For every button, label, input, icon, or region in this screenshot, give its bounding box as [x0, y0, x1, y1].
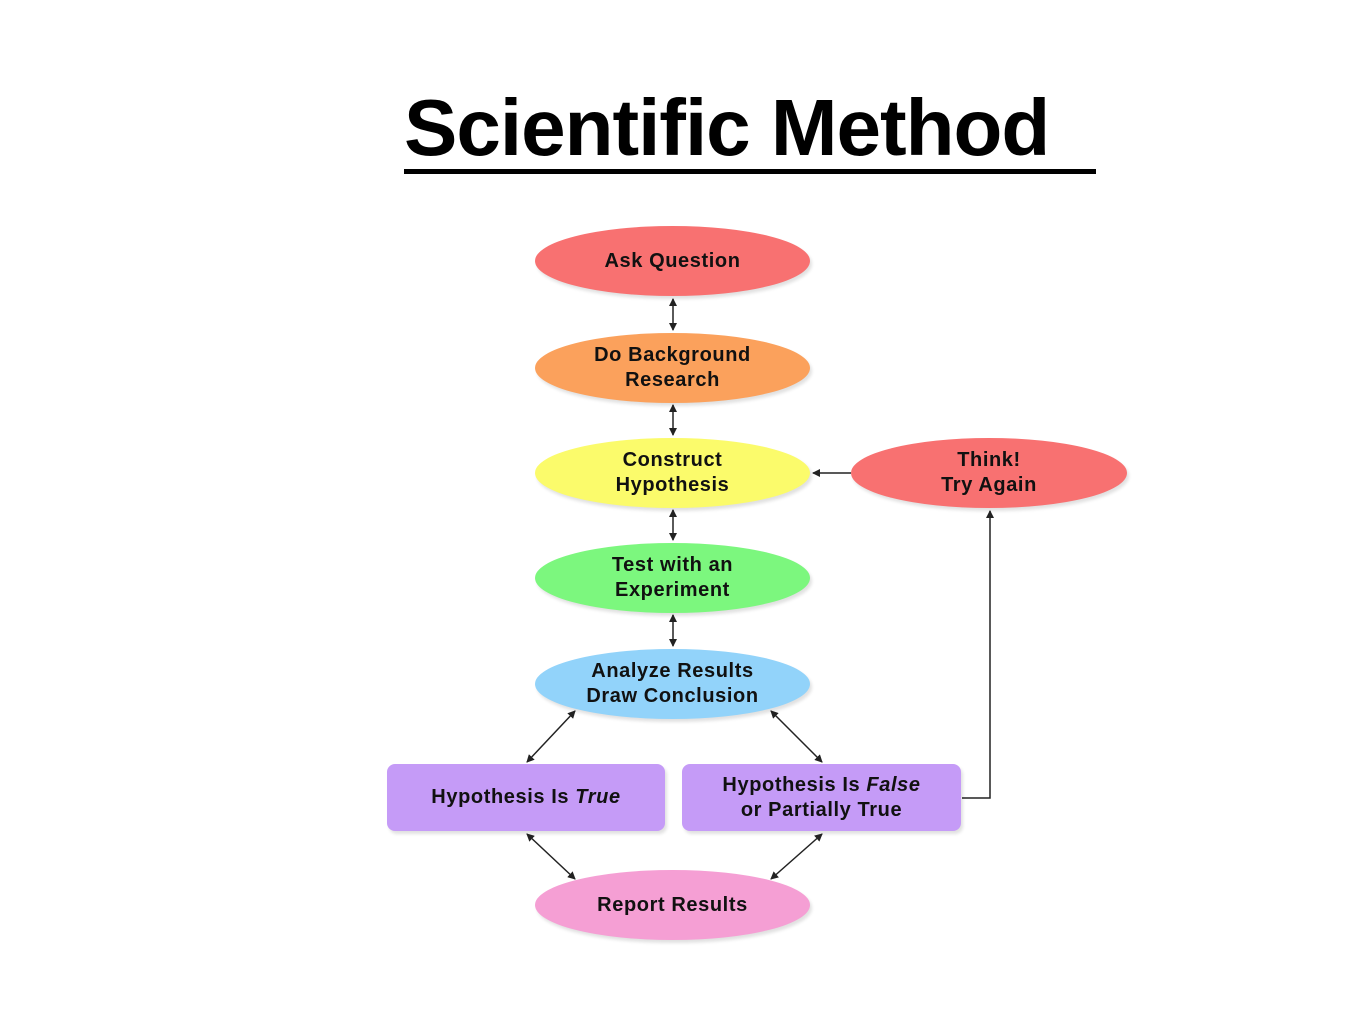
arrow-true-report — [526, 833, 576, 880]
node-true-prefix: Hypothesis Is — [431, 786, 576, 808]
node-ask-question-label: Ask Question — [604, 249, 741, 272]
node-construct-hypothesis-line1: Construct — [622, 449, 723, 471]
node-think-try-again: Think! Try Again — [851, 438, 1127, 508]
node-report-label: Report Results — [597, 893, 748, 916]
node-false-emph: False — [866, 773, 921, 796]
arrow-false-think — [962, 510, 994, 799]
node-hypothesis-true: Hypothesis Is True — [387, 764, 665, 831]
node-background-research-line1: Do Background — [594, 344, 751, 366]
diagram-title: Scientific Method — [404, 83, 1050, 172]
node-ask-question: Ask Question — [535, 226, 810, 296]
arrow-analyze-false — [770, 710, 823, 763]
node-background-research-line2: Research — [625, 369, 720, 391]
node-think-line1: Think! — [957, 449, 1021, 471]
node-think-line2: Try Again — [941, 474, 1037, 496]
node-analyze-line1: Analyze Results — [591, 660, 754, 682]
node-report-results: Report Results — [535, 870, 810, 940]
node-construct-hypothesis-line2: Hypothesis — [615, 474, 730, 496]
node-analyze-line2: Draw Conclusion — [586, 685, 759, 707]
arrow-false-report — [770, 833, 823, 880]
node-true-emph: True — [575, 786, 621, 808]
node-construct-hypothesis: Construct Hypothesis — [535, 438, 810, 508]
node-test-line1: Test with an — [611, 554, 734, 576]
node-false-line2: or Partially True — [740, 798, 903, 821]
node-background-research: Do Background Research — [535, 333, 810, 403]
node-hypothesis-false: Hypothesis Is False or Partially True — [682, 764, 961, 831]
node-test-line2: Experiment — [615, 579, 730, 601]
title-underline — [404, 169, 1096, 174]
node-analyze-results: Analyze Results Draw Conclusion — [535, 649, 810, 719]
arrow-analyze-true — [526, 710, 576, 763]
node-false-prefix: Hypothesis Is — [722, 773, 867, 796]
node-test-experiment: Test with an Experiment — [535, 543, 810, 613]
